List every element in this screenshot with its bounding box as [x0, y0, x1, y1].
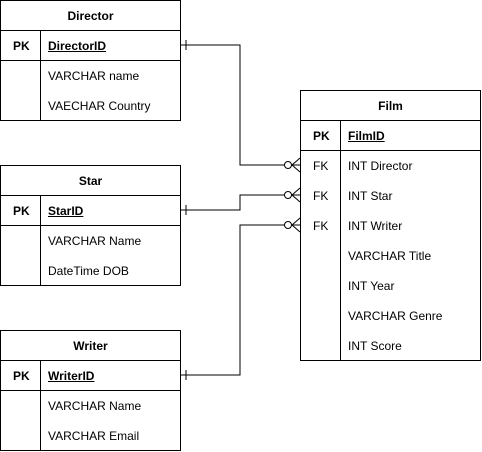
- zero-circle: [284, 161, 292, 169]
- field-label: VAECHAR Country: [48, 99, 151, 113]
- entity-star[interactable]: Star PK StarID VARCHAR Name DateTime DOB: [0, 165, 181, 286]
- field-row: INT Score: [301, 331, 480, 361]
- field-label: VARCHAR Email: [48, 429, 140, 443]
- primary-key-row: PK WriterID: [1, 361, 180, 391]
- key-column: [1, 361, 41, 390]
- field-label: VARCHAR Title: [348, 249, 432, 263]
- foreign-key-row: FK INT Writer: [301, 211, 480, 241]
- entity-writer[interactable]: Writer PK WriterID VARCHAR Name VARCHAR …: [0, 330, 181, 451]
- foreign-key-row: FK INT Director: [301, 151, 480, 181]
- field-list: VARCHAR Name VARCHAR Email: [1, 391, 180, 451]
- relationship-star-film[interactable]: [181, 187, 301, 215]
- key-column: [1, 196, 41, 225]
- entity-film[interactable]: Film PK FilmID FK INT Director FK INT St…: [300, 90, 481, 361]
- field-list: FK INT Director FK INT Star FK INT Write…: [301, 151, 480, 361]
- field-list: VARCHAR name VAECHAR Country: [1, 61, 180, 121]
- field-label: DateTime DOB: [48, 264, 129, 278]
- entity-title: Director: [1, 1, 180, 31]
- primary-key-field: WriterID: [48, 369, 95, 383]
- primary-key-field: StarID: [48, 204, 84, 218]
- field-label: VARCHAR Name: [48, 399, 142, 413]
- key-column: [1, 61, 41, 121]
- field-label: VARCHAR name: [48, 69, 140, 83]
- field-row: DateTime DOB: [1, 256, 180, 286]
- zero-circle: [284, 191, 292, 199]
- key-column: [1, 31, 41, 60]
- zero-circle: [284, 221, 292, 229]
- field-row: INT Year: [301, 271, 480, 301]
- crowfoot-lower: [291, 164, 301, 173]
- field-row: VARCHAR name: [1, 61, 180, 91]
- key-label: PK: [13, 39, 30, 53]
- primary-key-row: PK DirectorID: [1, 31, 180, 61]
- crowfoot-lower: [291, 224, 301, 233]
- key-label: FK: [313, 219, 329, 233]
- field-row: VARCHAR Name: [1, 226, 180, 256]
- primary-key-field: FilmID: [348, 129, 385, 143]
- field-row: VARCHAR Email: [1, 421, 180, 451]
- key-column: [301, 121, 341, 150]
- key-label: PK: [13, 369, 30, 383]
- primary-key-row: PK StarID: [1, 196, 180, 226]
- field-label: VARCHAR Name: [48, 234, 142, 248]
- crowfoot-upper: [291, 157, 301, 166]
- crowfoot-lower: [291, 194, 301, 203]
- entity-title: Star: [1, 166, 180, 196]
- field-label: INT Star: [348, 189, 393, 203]
- field-label: VARCHAR Genre: [348, 309, 443, 323]
- field-row: VAECHAR Country: [1, 91, 180, 121]
- key-column: [1, 391, 41, 451]
- key-label: PK: [313, 129, 330, 143]
- field-label: INT Score: [348, 339, 402, 353]
- crowfoot-upper: [291, 217, 301, 226]
- relationship-director-film[interactable]: [181, 40, 301, 173]
- field-row: VARCHAR Genre: [301, 301, 480, 331]
- key-column: [301, 151, 341, 361]
- key-column: [1, 226, 41, 286]
- entity-title: Writer: [1, 331, 180, 361]
- field-label: INT Director: [348, 159, 413, 173]
- relationship-writer-film[interactable]: [181, 217, 301, 380]
- field-row: VARCHAR Name: [1, 391, 180, 421]
- key-label: PK: [13, 204, 30, 218]
- primary-key-row: PK FilmID: [301, 121, 480, 151]
- crowfoot-upper: [291, 187, 301, 196]
- foreign-key-row: FK INT Star: [301, 181, 480, 211]
- key-label: FK: [313, 159, 329, 173]
- field-row: VARCHAR Title: [301, 241, 480, 271]
- field-label: INT Writer: [348, 219, 403, 233]
- entity-director[interactable]: Director PK DirectorID VARCHAR name VAEC…: [0, 0, 181, 121]
- field-list: VARCHAR Name DateTime DOB: [1, 226, 180, 286]
- primary-key-field: DirectorID: [48, 39, 107, 53]
- entity-title: Film: [301, 91, 480, 121]
- key-label: FK: [313, 189, 329, 203]
- field-label: INT Year: [348, 279, 395, 293]
